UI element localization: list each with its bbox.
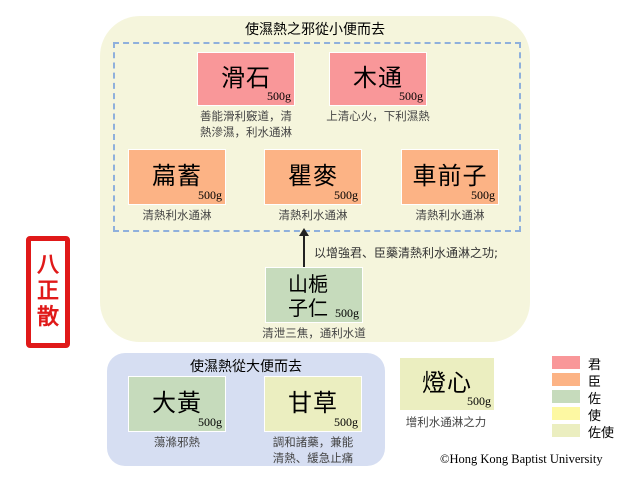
stool-route-title: 使濕熱從大便而去 bbox=[190, 359, 302, 375]
seal-char-3: 散 bbox=[36, 305, 59, 330]
legend-label: 臣 bbox=[588, 375, 602, 390]
desc-line: 清熱利水通淋 bbox=[142, 208, 212, 222]
herb-name-line: 山梔 bbox=[288, 272, 328, 296]
herb-cheqianzi: 車前子 500g bbox=[401, 149, 499, 205]
herb-name: 甘草 bbox=[288, 389, 338, 417]
legend-swatch bbox=[552, 407, 580, 420]
legend-swatch bbox=[552, 373, 580, 386]
legend-swatch bbox=[552, 390, 580, 403]
legend-swatch bbox=[552, 356, 580, 369]
herb-dahuang: 大黃 500g bbox=[128, 376, 226, 432]
herb-name: 車前子 bbox=[412, 162, 488, 190]
desc-line: 清熱利水通淋 bbox=[415, 208, 485, 222]
herb-desc-gancao: 調和諸藥，兼能 清熱、緩急止痛 bbox=[258, 434, 368, 466]
desc-line: 調和諸藥，兼能 bbox=[272, 435, 354, 449]
desc-line: 上清心火，下利濕熱 bbox=[326, 109, 430, 123]
desc-line: 清熱、緩急止痛 bbox=[272, 451, 354, 465]
herb-desc-huashi: 善能滑利竅道，清 熱滲濕，利水通淋 bbox=[190, 108, 302, 140]
herb-name: 山梔 子仁 bbox=[288, 272, 328, 320]
herb-dose: 500g bbox=[399, 89, 423, 103]
herb-name: 燈心 bbox=[422, 369, 472, 397]
herb-dose: 500g bbox=[335, 306, 359, 320]
desc-line: 善能滑利竅道，清 bbox=[200, 109, 292, 123]
herb-desc-mutong: 上清心火，下利濕熱 bbox=[312, 108, 444, 124]
desc-line: 蕩滌邪熱 bbox=[154, 435, 200, 449]
seal-char-1: 八 bbox=[36, 253, 59, 278]
herb-dose: 500g bbox=[467, 394, 491, 408]
herb-name: 滑石 bbox=[221, 64, 271, 92]
jun-chen-group-border bbox=[113, 42, 521, 232]
herb-dose: 500g bbox=[334, 188, 358, 202]
herb-name: 瞿麥 bbox=[288, 162, 338, 190]
herb-dose: 500g bbox=[198, 188, 222, 202]
herb-qumai: 瞿麥 500g bbox=[264, 149, 362, 205]
herb-desc-dahuang: 蕩滌邪熱 bbox=[128, 434, 226, 450]
legend-label: 使 bbox=[588, 409, 602, 424]
herb-mutong: 木通 500g bbox=[329, 52, 427, 106]
desc-line: 清熱利水通淋 bbox=[278, 208, 348, 222]
herb-bianxu: 萹蓄 500g bbox=[128, 149, 226, 205]
herb-name-line: 子仁 bbox=[288, 296, 328, 320]
desc-line: 清泄三焦，通利水道 bbox=[262, 326, 366, 340]
desc-line: 熱滲濕，利水通淋 bbox=[200, 125, 292, 139]
herb-dose: 500g bbox=[471, 188, 495, 202]
herb-dose: 500g bbox=[267, 89, 291, 103]
herb-desc-shanzhiziren: 清泄三焦，通利水道 bbox=[250, 325, 378, 341]
arrow-up-icon bbox=[299, 228, 309, 236]
legend-swatch bbox=[552, 424, 580, 437]
herb-name: 萹蓄 bbox=[152, 162, 202, 190]
herb-name: 大黃 bbox=[152, 389, 202, 417]
herb-dose: 500g bbox=[334, 415, 358, 429]
herb-name: 木通 bbox=[353, 64, 403, 92]
copyright: ©Hong Kong Baptist University bbox=[440, 452, 603, 466]
seal-char-2: 正 bbox=[36, 279, 59, 304]
herb-gancao: 甘草 500g bbox=[264, 376, 362, 432]
legend-label: 佐使 bbox=[588, 426, 615, 441]
arrow-note: 以增強君、臣藥清熱利水通淋之功; bbox=[314, 246, 499, 260]
urine-route-title: 使濕熱之邪從小便而去 bbox=[245, 22, 385, 38]
herb-dose: 500g bbox=[198, 415, 222, 429]
herb-shanzhiziren: 山梔 子仁 500g bbox=[265, 267, 363, 323]
herb-desc-qumai: 清熱利水通淋 bbox=[264, 207, 362, 223]
formula-seal: 八 正 散 bbox=[26, 236, 70, 348]
seal-text: 八 正 散 bbox=[31, 253, 65, 331]
herb-dengxin: 燈心 500g bbox=[399, 357, 495, 411]
legend-label: 佐 bbox=[588, 392, 602, 407]
arrow-line bbox=[303, 232, 305, 268]
herb-desc-cheqianzi: 清熱利水通淋 bbox=[401, 207, 499, 223]
herb-desc-dengxin: 增利水通淋之力 bbox=[390, 414, 502, 430]
desc-line: 增利水通淋之力 bbox=[405, 415, 487, 429]
legend-label: 君 bbox=[588, 358, 602, 373]
herb-huashi: 滑石 500g bbox=[197, 52, 295, 106]
herb-desc-bianxu: 清熱利水通淋 bbox=[128, 207, 226, 223]
